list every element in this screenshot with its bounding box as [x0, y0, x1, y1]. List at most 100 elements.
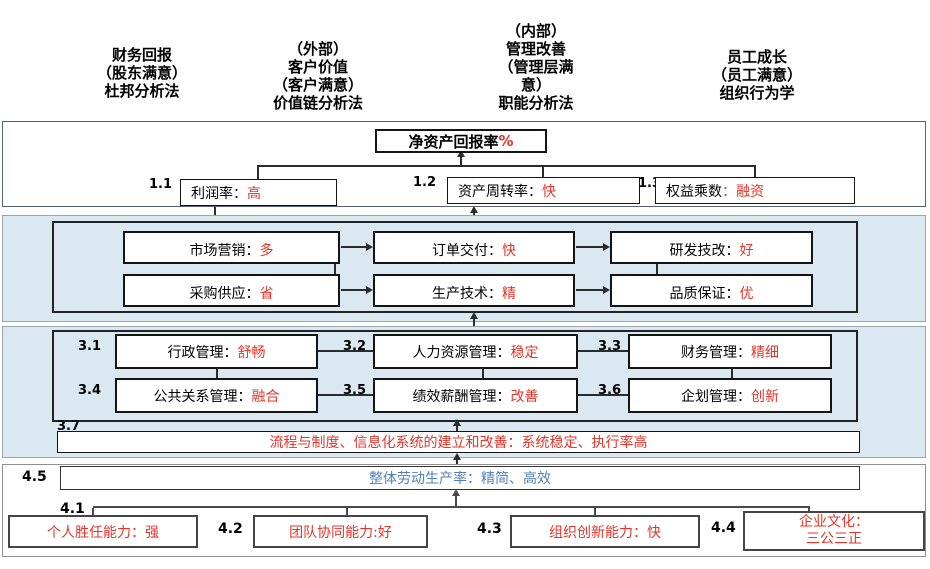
header-col-financial: 财务回报 （股东满意） 杜邦分析法 [77, 46, 207, 100]
box-order-delivery: 订单交付：快 [373, 231, 575, 264]
arrow-line-25-26 [576, 289, 603, 291]
num-label-1-2: 1.2 [413, 175, 437, 190]
box-label: 采购供应： [189, 286, 260, 302]
num-label-1-1: 1.1 [149, 177, 173, 192]
num-label-4-1: 4.1 [60, 501, 85, 517]
connector-drop-1-2 [542, 165, 544, 177]
connector-bus-row1 [258, 165, 756, 167]
header-line: （外部） [287, 40, 348, 58]
arrow-up-productivity-to-process [453, 453, 461, 460]
arrow-stem-bus-to-productivity [455, 494, 457, 507]
box-production-tech: 生产技术：精 [373, 274, 575, 307]
box-value: 舒畅 [237, 344, 266, 361]
box-rnd-upgrade: 研发技改：好 [610, 231, 813, 264]
box-value: 改善 [510, 388, 539, 405]
box-value: 好 [739, 243, 754, 259]
connector-33-36 [731, 369, 733, 378]
box-value: 优 [739, 286, 754, 302]
num-label-3-1: 3.1 [78, 339, 102, 354]
arrow-stem-productivity-to-process [456, 458, 458, 466]
arrow-up-bus-to-productivity [452, 489, 460, 496]
header-col-growth: 员工成长 （员工满意） 组织行为学 [692, 48, 822, 102]
box-label: 绩效薪酬管理： [412, 388, 511, 405]
roe-box: 净资产回报率% [375, 129, 547, 153]
num-label-4-4: 4.4 [711, 520, 736, 536]
box-value: 快 [542, 183, 556, 200]
box-label: 利润率： [191, 185, 247, 202]
box-text: 组织创新能力：快 [549, 524, 661, 541]
arrow-right-21-22 [366, 243, 373, 251]
box-org-innovation: 组织创新能力：快 [510, 515, 700, 548]
header-line: （员工满意） [711, 66, 802, 84]
container-value-chain [52, 221, 858, 313]
num-label-4-3: 4.3 [477, 521, 502, 537]
box-label: 市场营销： [189, 243, 260, 259]
box-value: 快 [502, 243, 516, 259]
box-asset-turnover: 资产周转率：快 [447, 177, 640, 204]
arrow-right-25-26 [603, 286, 610, 294]
header-col-internal: （内部） 管理改善 （管理层满 意） 职能分析法 [471, 22, 601, 112]
box-label: 品质保证： [669, 286, 740, 302]
box-performance-pay: 绩效薪酬管理：改善 [373, 378, 578, 413]
box-value: 融合 [251, 388, 280, 405]
arrow-stem-process-to-container [456, 425, 458, 431]
roe-label: 净资产回报率 [408, 132, 499, 151]
box-text: 流程与制度、信息化系统的建立和改善：系统稳定、执行率高 [269, 435, 648, 451]
connector-31-34 [216, 369, 218, 378]
arrow-line-21-22 [341, 246, 368, 248]
connector-drop-1-3 [754, 165, 756, 177]
header-line: 员工成长 [726, 48, 787, 66]
box-label: 订单交付： [432, 243, 502, 259]
connector-bus-row4 [93, 506, 810, 508]
box-text: 个人胜任能力：强 [47, 524, 159, 541]
header-line: 组织行为学 [719, 84, 795, 102]
box-value: 创新 [751, 388, 779, 405]
num-label-3-7: 3.7 [57, 419, 81, 434]
box-admin-mgmt: 行政管理：舒畅 [115, 334, 318, 369]
header-line: （客户满意） [272, 76, 363, 94]
box-overall-productivity: 整体劳动生产率：精简、高效 [60, 466, 860, 490]
box-text-line2: 三公三正 [806, 531, 862, 547]
box-label: 行政管理： [167, 344, 238, 361]
connector-drop-1-1 [257, 165, 259, 179]
connector-32-35 [482, 369, 484, 378]
num-label-3-4: 3.4 [78, 383, 102, 398]
num-label-4-5: 4.5 [22, 469, 47, 485]
box-label: 企划管理： [681, 388, 751, 405]
box-profit-margin: 利润率：高 [180, 179, 337, 206]
connector-35-36 [578, 394, 628, 396]
box-equity-multiplier: 权益乘数：融资 [655, 177, 855, 204]
box-finance-mgmt: 财务管理：精细 [628, 334, 832, 369]
arrow-right-22-23 [603, 243, 610, 251]
connector-drop-4-1 [92, 508, 94, 517]
header-line: （股东满意） [96, 64, 187, 82]
box-process-systems: 流程与制度、信息化系统的建立和改善：系统稳定、执行率高 [57, 431, 860, 453]
box-quality-assurance: 品质保证：优 [610, 274, 813, 307]
connector-34-35 [318, 394, 373, 396]
box-hr-mgmt: 人力资源管理：稳定 [373, 334, 578, 369]
arrow-line-22-23 [576, 246, 603, 248]
box-text: 整体劳动生产率：精简、高效 [369, 471, 551, 487]
header-line: 客户价值 [287, 58, 348, 76]
box-procurement: 采购供应：省 [123, 274, 340, 307]
box-planning-mgmt: 企划管理：创新 [628, 378, 832, 413]
arrow-up-band3-to-band2 [470, 312, 478, 319]
arrow-right-24-25 [366, 286, 373, 294]
box-text: 团队协同能力:好 [289, 524, 392, 541]
box-marketing: 市场营销：多 [123, 231, 340, 264]
box-label: 公共关系管理： [153, 388, 252, 405]
arrow-up-to-roe [457, 150, 465, 157]
box-value: 精细 [751, 344, 779, 361]
arrow-line-24-25 [341, 289, 368, 291]
num-label-4-2: 4.2 [218, 521, 243, 537]
box-label: 财务管理： [681, 344, 751, 361]
header-col-customer: （外部） 客户价值 （客户满意） 价值链分析法 [253, 40, 383, 112]
arrow-up-process-to-container [453, 419, 461, 426]
header-line: 财务回报 [111, 46, 172, 64]
connector-drop-4-2 [346, 508, 348, 515]
box-value: 稳定 [510, 344, 539, 361]
box-value: 精 [502, 286, 516, 302]
header-line: 意） [520, 76, 551, 94]
connector-32-33 [578, 350, 628, 352]
box-value: ：融资 [722, 183, 764, 200]
